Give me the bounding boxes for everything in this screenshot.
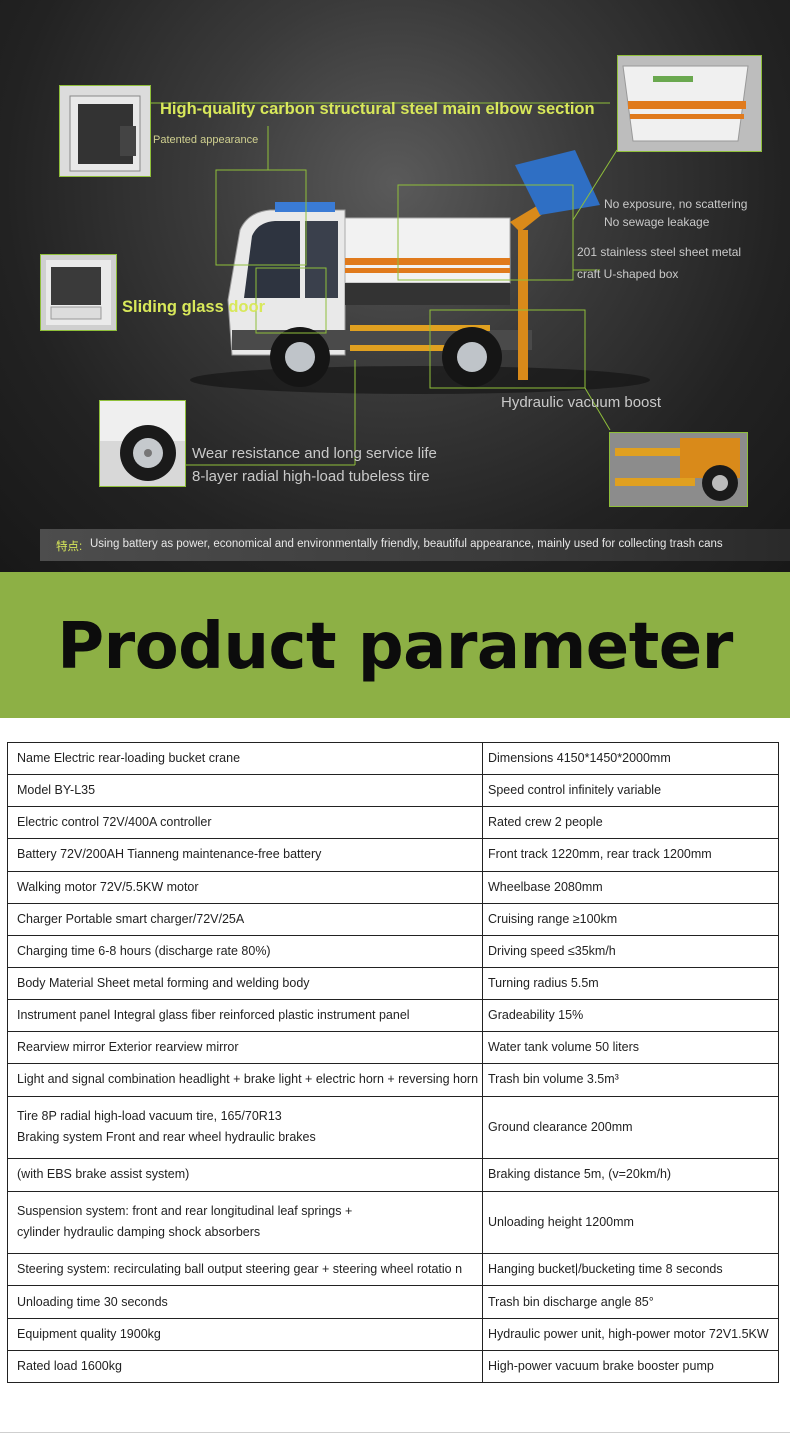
spec-right-cell: Rated crew 2 people [482,806,779,840]
spec-right-cell: High-power vacuum brake booster pump [482,1349,779,1384]
spec-row: Charging time 6-8 hours (discharge rate … [7,934,779,968]
spec-right-cell: Turning radius 5.5m [482,966,779,1001]
spec-left-cell: Model BY-L35 [7,774,483,808]
callout-steel-section: High-quality carbon structural steel mai… [160,100,595,118]
title-banner: Product parameter [0,572,790,718]
spec-left-cell: Rated load 1600kg [7,1349,483,1384]
hydraulic-thumbnail [609,432,748,507]
callout-stainless-line1: 201 stainless steel sheet metal [577,245,742,259]
callout-tire: 8-layer radial high-load tubeless tire [192,468,430,485]
spec-left-cell: (with EBS brake assist system) [7,1158,483,1192]
spec-row: Light and signal combination headlight +… [7,1063,779,1097]
spec-left-cell: Steering system: recirculating ball outp… [7,1253,483,1287]
spec-left-cell: Charging time 6-8 hours (discharge rate … [7,934,483,968]
bottom-divider [0,1432,790,1433]
callout-no-exposure: No exposure, no scattering [604,197,748,211]
feature-bar: 特点: Using battery as power, economical a… [40,529,790,561]
spec-left-cell: Body Material Sheet metal forming and we… [7,966,483,1001]
u-box-thumbnail [617,55,762,152]
spec-left-cell: Charger Portable smart charger/72V/25A [7,902,483,936]
spec-right-cell: Trash bin discharge angle 85° [482,1285,779,1319]
feature-label: 特点: [56,541,83,553]
spec-row: Suspension system: front and rear longit… [7,1190,779,1255]
spec-row: Body Material Sheet metal forming and we… [7,966,779,1001]
hero-section: High-quality carbon structural steel mai… [0,0,790,572]
spec-right-cell: Braking distance 5m, (v=20km/h) [482,1158,779,1192]
spec-right-cell: Trash bin volume 3.5m³ [482,1063,779,1097]
feature-text: Using battery as power, economical and e… [90,538,723,550]
spec-left-cell: Equipment quality 1900kg [7,1317,483,1351]
spec-right-cell: Speed control infinitely variable [482,774,779,808]
spec-right-cell: Wheelbase 2080mm [482,870,779,904]
spec-right-cell: Driving speed ≤35km/h [482,934,779,968]
spec-left-cell: Light and signal combination headlight +… [7,1063,483,1097]
spec-row: Tire 8P radial high-load vacuum tire, 16… [7,1095,779,1160]
callout-sliding-door: Sliding glass door [122,298,266,316]
callout-patented: Patented appearance [153,134,259,146]
spec-left-cell: Rearview mirror Exterior rearview mirror [7,1031,483,1065]
spec-left-cell: Suspension system: front and rear longit… [7,1190,483,1255]
spec-left-cell: Tire 8P radial high-load vacuum tire, 16… [7,1095,483,1160]
spec-left-cell: Instrument panel Integral glass fiber re… [7,999,483,1033]
spec-row: Instrument panel Integral glass fiber re… [7,999,779,1033]
spec-right-cell: Dimensions 4150*1450*2000mm [482,741,779,776]
spec-row: Rearview mirror Exterior rearview mirror… [7,1031,779,1065]
tire-thumbnail [99,400,186,487]
spec-left-cell: Unloading time 30 seconds [7,1285,483,1319]
page-title: Product parameter [57,610,733,684]
spec-row: Steering system: recirculating ball outp… [7,1253,779,1287]
callout-no-sewage: No sewage leakage [604,215,710,229]
spec-row: (with EBS brake assist system)Braking di… [7,1158,779,1192]
spec-right-cell: Unloading height 1200mm [482,1190,779,1255]
spec-right-cell: Water tank volume 50 liters [482,1031,779,1065]
cab-window-thumbnail [59,85,151,177]
spec-right-cell: Hanging bucket|/bucketing time 8 seconds [482,1253,779,1287]
spec-right-cell: Gradeability 15% [482,999,779,1033]
sliding-door-thumbnail [40,254,117,331]
spec-right-cell: Front track 1220mm, rear track 1200mm [482,838,779,872]
spec-left-cell: Name Electric rear-loading bucket crane [7,741,483,776]
truck-illustration [150,102,650,466]
callout-wear: Wear resistance and long service life [192,445,437,462]
spec-left-cell: Battery 72V/200AH Tianneng maintenance-f… [7,838,483,872]
spec-right-cell: Ground clearance 200mm [482,1095,779,1160]
spec-right-cell: Cruising range ≥100km [482,902,779,936]
spec-right-cell: Hydraulic power unit, high-power motor 7… [482,1317,779,1351]
callout-stainless-line2: craft U-shaped box [577,267,679,281]
spec-left-cell: Walking motor 72V/5.5KW motor [7,870,483,904]
spec-row: Battery 72V/200AH Tianneng maintenance-f… [7,838,779,872]
spec-left-cell: Electric control 72V/400A controller [7,806,483,840]
callout-hydraulic: Hydraulic vacuum boost [501,394,662,411]
